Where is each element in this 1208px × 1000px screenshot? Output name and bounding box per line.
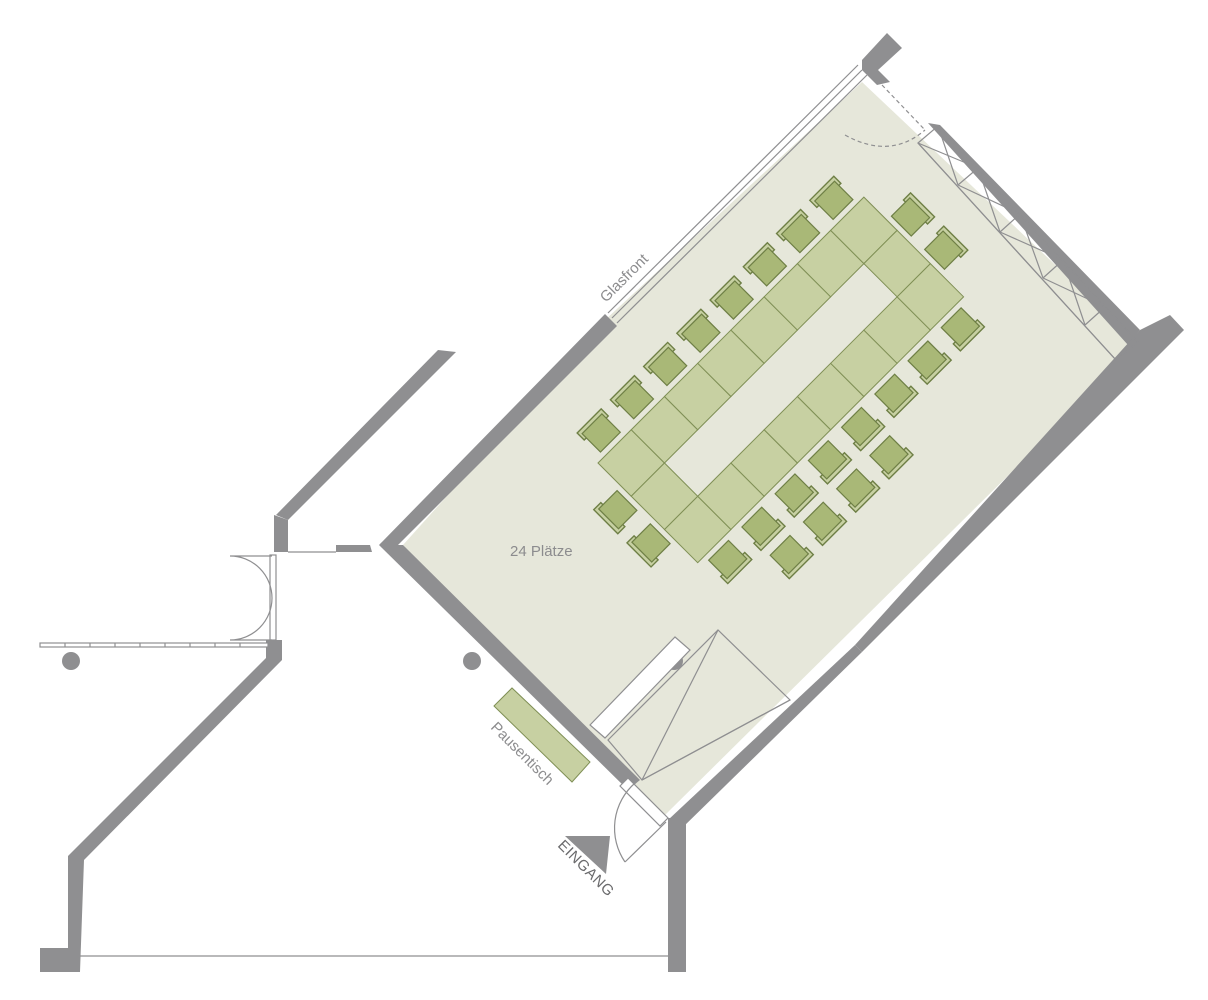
chair-seat xyxy=(769,534,810,575)
chair xyxy=(609,374,655,420)
chair-seat xyxy=(780,213,821,254)
chair xyxy=(940,306,986,352)
chair xyxy=(775,208,821,254)
chair xyxy=(709,274,755,320)
chair xyxy=(742,241,788,287)
left-rail xyxy=(39,642,269,648)
capacity-label: 24 Plätze xyxy=(510,543,573,560)
table-segment xyxy=(630,462,699,531)
room-walls xyxy=(379,33,1184,972)
chairs xyxy=(576,175,986,585)
counter xyxy=(589,629,792,781)
chair-seat xyxy=(747,246,788,287)
chair xyxy=(675,308,721,354)
chair xyxy=(592,489,638,535)
chair xyxy=(923,225,969,271)
chair xyxy=(835,468,881,514)
chair-seat xyxy=(707,539,748,580)
corner-door-swing xyxy=(844,84,926,147)
chair-seat xyxy=(631,522,671,563)
chair xyxy=(774,473,820,519)
chair-seat xyxy=(597,489,638,530)
chair-seat xyxy=(581,413,622,453)
storage-cabinets xyxy=(917,125,1139,361)
chair-seat xyxy=(802,501,843,542)
chair xyxy=(802,501,848,547)
chair-seat xyxy=(647,346,688,387)
chair xyxy=(807,439,853,485)
chair-seat xyxy=(835,468,876,509)
pillar xyxy=(463,652,481,670)
chair-seat xyxy=(680,313,721,354)
chair xyxy=(626,522,671,568)
chair-seat xyxy=(714,280,755,320)
entrance-door[interactable] xyxy=(613,777,669,863)
chair-seat xyxy=(940,306,981,347)
chair xyxy=(840,406,886,452)
chair xyxy=(769,534,815,580)
chair-seat xyxy=(807,439,848,480)
chair xyxy=(869,434,915,480)
chair-seat xyxy=(614,379,655,420)
pillar xyxy=(62,652,80,670)
break-table xyxy=(493,687,591,783)
chair-seat xyxy=(869,434,909,475)
chair xyxy=(907,340,953,386)
chair-seat xyxy=(907,340,948,381)
chair xyxy=(576,407,622,453)
chair xyxy=(741,506,787,552)
chair-seat xyxy=(813,180,854,221)
chair xyxy=(642,341,688,387)
chair-seat xyxy=(840,406,881,447)
conference-table xyxy=(597,196,965,564)
chair-seat xyxy=(741,506,781,547)
chair-seat xyxy=(923,230,964,271)
chair xyxy=(873,373,919,419)
chair xyxy=(707,539,753,585)
chair-seat xyxy=(890,196,931,237)
chair xyxy=(890,191,936,237)
chair xyxy=(808,175,854,221)
vestibule-doors xyxy=(229,554,277,641)
entrance-arrow-icon xyxy=(565,836,610,874)
chair-seat xyxy=(774,473,815,513)
building-walls xyxy=(40,350,668,972)
table-segment xyxy=(863,229,932,298)
glass-front xyxy=(607,64,868,324)
chair-seat xyxy=(873,373,914,414)
